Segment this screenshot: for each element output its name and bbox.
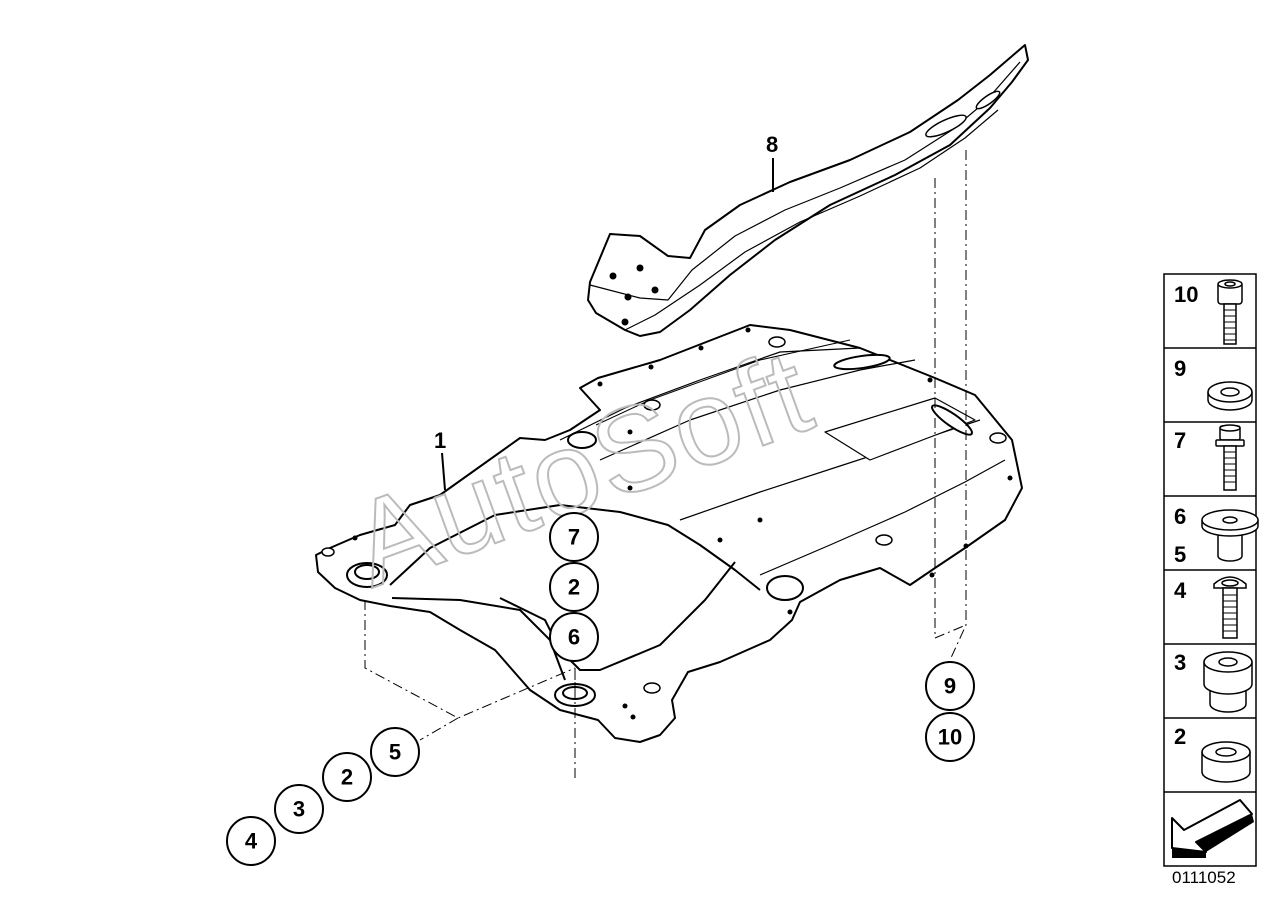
bolt-hex-socket-icon — [1217, 279, 1243, 345]
torx-bolt-icon — [1213, 576, 1247, 639]
svg-text:6: 6 — [1174, 504, 1186, 529]
callout-7[interactable]: 7 — [549, 512, 599, 562]
part-label-1: 1 — [434, 428, 446, 453]
legend-row-6-5[interactable]: 6 5 — [1174, 504, 1259, 567]
callout-3[interactable]: 3 — [274, 784, 324, 834]
svg-text:9: 9 — [944, 674, 956, 699]
svg-text:9: 9 — [1174, 356, 1186, 381]
svg-text:3: 3 — [293, 797, 305, 822]
svg-text:2: 2 — [341, 765, 353, 790]
callout-2-upper[interactable]: 2 — [549, 562, 599, 612]
legend-row-2[interactable]: 2 — [1174, 724, 1251, 783]
svg-text:7: 7 — [1174, 428, 1186, 453]
assembly-guide-lines — [364, 150, 967, 780]
callout-5[interactable]: 5 — [370, 727, 420, 777]
parts-legend: 10 9 7 — [1163, 273, 1259, 867]
rubber-mount-icon — [1203, 651, 1253, 713]
legend-row-7[interactable]: 7 — [1174, 424, 1245, 491]
svg-text:4: 4 — [1174, 578, 1187, 603]
svg-text:3: 3 — [1174, 650, 1186, 675]
label-leaders — [441, 158, 774, 491]
svg-text:5: 5 — [1174, 542, 1186, 567]
svg-text:4: 4 — [245, 829, 258, 854]
legend-row-9[interactable]: 9 — [1174, 356, 1253, 411]
svg-text:6: 6 — [568, 625, 580, 650]
legend-row-4[interactable]: 4 — [1174, 576, 1247, 639]
svg-text:5: 5 — [389, 740, 401, 765]
svg-text:2: 2 — [568, 575, 580, 600]
washer-icon — [1207, 381, 1253, 411]
svg-text:7: 7 — [568, 525, 580, 550]
svg-text:2: 2 — [1174, 724, 1186, 749]
part-8-brace[interactable] — [587, 44, 1029, 337]
callout-10[interactable]: 10 — [925, 712, 975, 762]
callout-2-lower[interactable]: 2 — [322, 752, 372, 802]
callout-4[interactable]: 4 — [226, 816, 276, 866]
direction-arrow-icon — [1171, 799, 1254, 858]
callout-6[interactable]: 6 — [549, 612, 599, 662]
legend-row-10[interactable]: 10 — [1174, 279, 1243, 345]
bushing-icon — [1201, 741, 1251, 783]
legend-row-3[interactable]: 3 — [1174, 650, 1253, 713]
svg-text:10: 10 — [938, 725, 962, 750]
callout-9[interactable]: 9 — [925, 661, 975, 711]
diagram-code: 0111052 — [1172, 868, 1236, 887]
flanged-sleeve-icon — [1201, 509, 1259, 562]
collar-bolt-icon — [1215, 424, 1245, 491]
part-label-8: 8 — [766, 132, 778, 157]
svg-text:10: 10 — [1174, 282, 1198, 307]
